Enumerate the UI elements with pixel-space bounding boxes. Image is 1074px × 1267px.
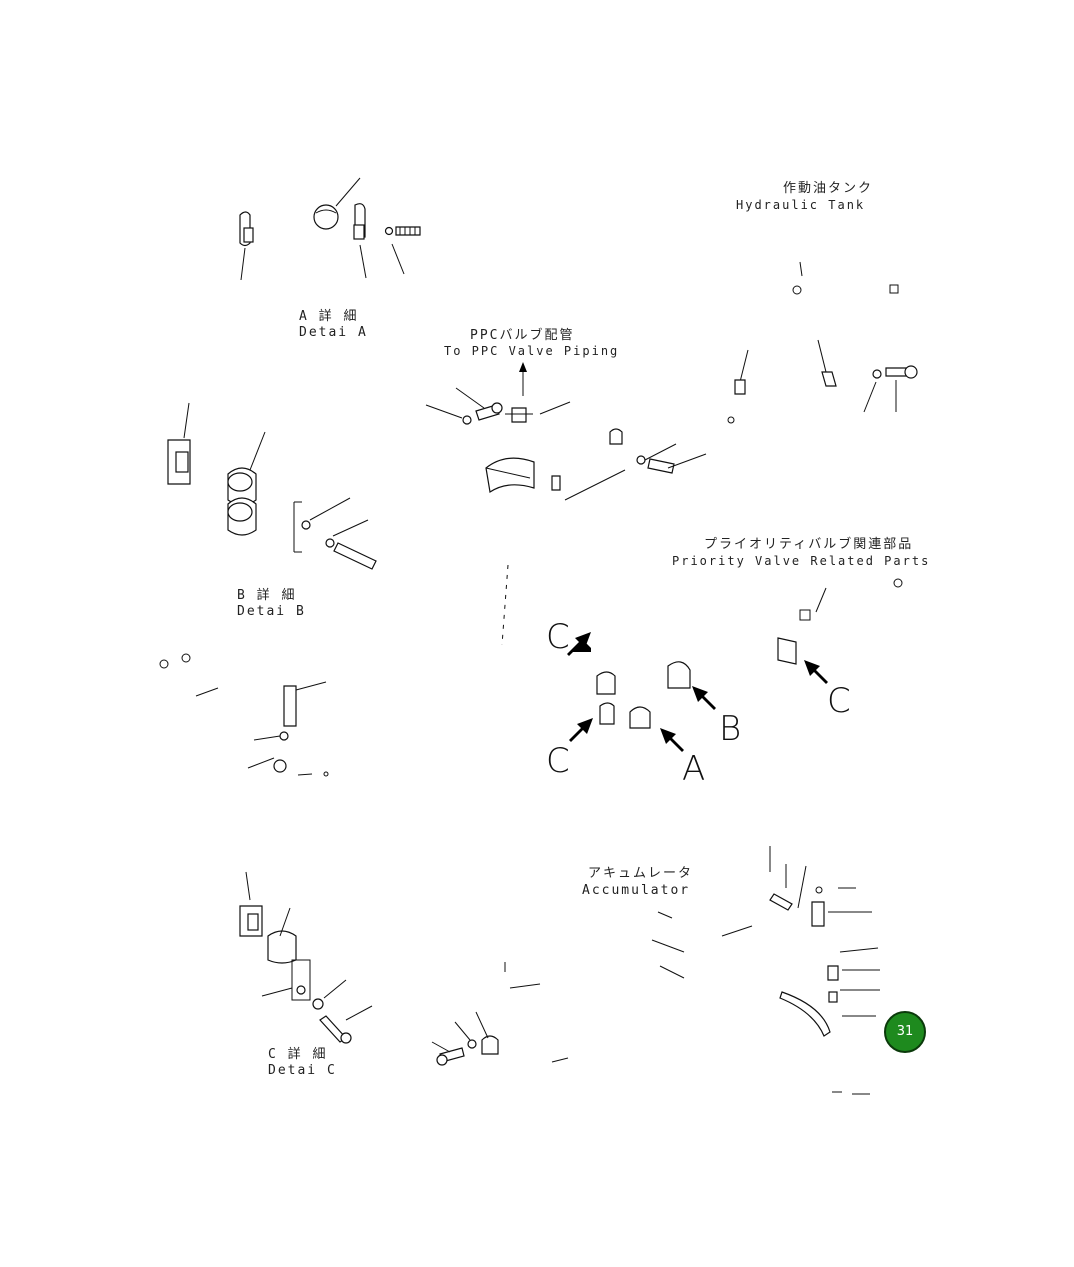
accumulator-label-en: Accumulator: [582, 883, 691, 898]
arrow-c-top-left: [567, 632, 591, 656]
view-letter-c-right: C: [827, 681, 851, 721]
priority-valve-label-jp: プライオリティバルブ関連部品: [704, 537, 914, 552]
detail-c-label-jp: C 詳 細: [268, 1047, 328, 1062]
arrow-b: [692, 686, 716, 710]
bottom-middle-parts: [431, 962, 569, 1066]
detail-b-parts: [167, 402, 377, 570]
view-letter-b: B: [719, 709, 742, 749]
detail-a-parts: [239, 177, 421, 281]
view-letter-a: A: [682, 749, 706, 789]
view-arrows: [567, 632, 828, 752]
ppc-piping-parts: [425, 362, 707, 501]
ppc-piping-label-jp: PPCバルブ配管: [470, 328, 575, 343]
arrow-a: [660, 728, 684, 752]
priority-valve-label-en: Priority Valve Related Parts: [672, 554, 931, 568]
detail-c-parts: [239, 871, 373, 1044]
view-letter-c-top-left: C: [546, 617, 570, 657]
view-letter-c-bottom-left: C: [546, 741, 570, 781]
detail-b-label-jp: B 詳 細: [237, 588, 297, 603]
left-middle-parts: [159, 653, 329, 777]
detail-a-label-jp: A 詳 細: [299, 309, 359, 324]
accumulator-parts: [651, 846, 880, 1095]
center-parts: [501, 564, 903, 729]
detail-a-label-en: Detai A: [299, 325, 368, 340]
hydraulic-tank-label-jp: 作動油タンク: [783, 181, 874, 196]
detail-c-label-en: Detai C: [268, 1063, 337, 1078]
detail-b-label-en: Detai B: [237, 604, 306, 619]
hydraulic-tank-parts: [727, 261, 918, 424]
hydraulic-tank-label-en: Hydraulic Tank: [736, 198, 866, 212]
arrow-c-bottom-left: [569, 718, 593, 742]
accumulator-label-jp: アキュムレータ: [588, 866, 694, 881]
arrow-c-right: [804, 660, 828, 684]
ppc-piping-label-en: To PPC Valve Piping: [444, 344, 620, 358]
callout-badge-31[interactable]: 31: [884, 1011, 926, 1053]
